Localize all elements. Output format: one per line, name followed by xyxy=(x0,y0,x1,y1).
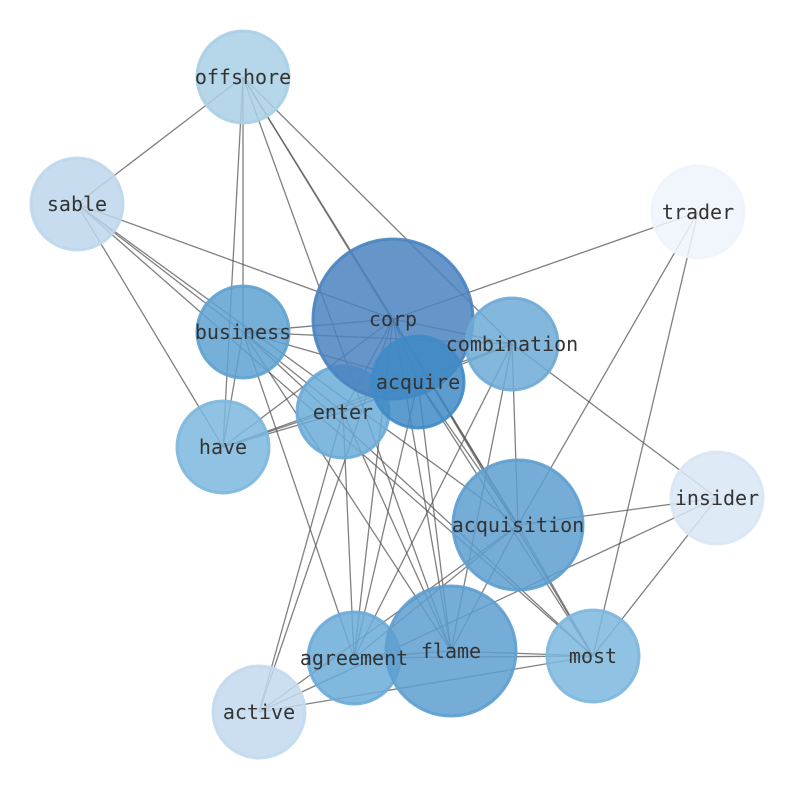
node-business[interactable] xyxy=(195,284,291,380)
node-label-offshore: offshore xyxy=(195,65,291,89)
node-circle xyxy=(29,156,125,252)
node-circle xyxy=(370,334,466,430)
edge-combination-agreement xyxy=(353,343,513,659)
node-label-have: have xyxy=(199,435,247,459)
node-circle xyxy=(650,164,746,260)
node-circle xyxy=(669,450,765,546)
node-label-business: business xyxy=(195,320,291,344)
node-label-acquire: acquire xyxy=(376,370,460,394)
node-circle xyxy=(195,29,291,125)
node-label-insider: insider xyxy=(675,486,759,510)
node-most[interactable] xyxy=(545,608,641,704)
node-label-enter: enter xyxy=(313,400,373,424)
node-label-active: active xyxy=(223,700,295,724)
node-label-acquisition: acquisition xyxy=(452,513,584,537)
node-circle xyxy=(464,296,560,392)
node-label-flame: flame xyxy=(421,639,481,663)
node-offshore[interactable] xyxy=(195,29,291,125)
node-have[interactable] xyxy=(175,399,271,495)
node-combination[interactable] xyxy=(464,296,560,392)
node-active[interactable] xyxy=(211,664,307,760)
node-acquire[interactable] xyxy=(370,334,466,430)
node-trader[interactable] xyxy=(650,164,746,260)
node-label-sable: sable xyxy=(47,192,107,216)
nodes-layer: trader insider active sable offshore have busi… xyxy=(29,29,765,760)
edge-offshore-have xyxy=(222,76,244,448)
node-label-trader: trader xyxy=(662,200,734,224)
node-circle xyxy=(451,458,585,592)
edge-business-most xyxy=(242,331,594,657)
node-circle xyxy=(195,284,291,380)
node-circle xyxy=(545,608,641,704)
node-label-combination: combination xyxy=(446,332,578,356)
edge-sable-acquisition xyxy=(76,203,519,526)
node-insider[interactable] xyxy=(669,450,765,546)
node-circle xyxy=(175,399,271,495)
node-circle xyxy=(211,664,307,760)
edge-enter-active xyxy=(258,411,344,713)
node-acquisition[interactable] xyxy=(451,458,585,592)
node-sable[interactable] xyxy=(29,156,125,252)
edge-business-agreement xyxy=(242,331,355,659)
node-flame[interactable] xyxy=(384,584,518,718)
node-label-agreement: agreement xyxy=(300,646,408,670)
node-circle xyxy=(384,584,518,718)
node-label-corp: corp xyxy=(369,307,417,331)
edge-trader-most xyxy=(592,211,699,657)
node-label-most: most xyxy=(569,644,617,668)
